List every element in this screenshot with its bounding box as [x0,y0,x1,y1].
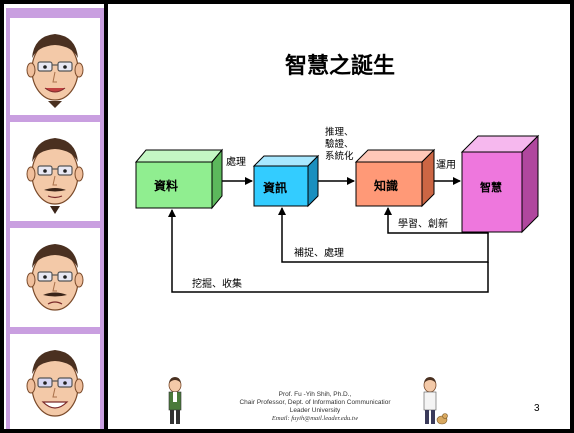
sidebar-divider [104,4,108,429]
page-number: 3 [534,403,540,414]
node-knowledge [354,148,436,208]
node-knowledge-label: 知識 [373,178,398,193]
node-data [134,148,224,210]
slide-border-right [570,0,574,433]
arrow-wisdom-to-information [278,207,489,263]
footer-line-title: Chair Professor, Dept. of Information Co… [239,399,391,406]
footer-line-name: Prof. Fu -Yih Shih, Ph.D., [278,391,352,398]
cartoon-face-icon [26,138,84,214]
cartoon-face-icon [26,34,84,108]
arrow-wisdom-to-data [168,209,489,293]
portrait-glasses-smile [10,18,100,115]
arrow-wisdom-to-knowledge [384,207,489,234]
footer-line-university: Leader University [289,407,341,414]
portrait-glasses-frown [10,228,100,327]
node-wisdom-label: 智慧 [480,180,502,194]
edge-label-learn-innovate: 學習、創新 [398,217,448,230]
portrait-glasses-mustache [10,122,100,221]
cartoon-face-icon [26,350,84,417]
edge-label-capture-process: 補捉、處理 [294,246,344,259]
edge-label-process: 處理 [226,155,246,168]
edge-label-apply: 運用 [436,159,456,171]
slide-title: 智慧之誕生 [284,54,395,79]
slide-border-top [0,0,574,4]
edge-label-mine-collect: 挖掘、收集 [192,277,242,290]
professor-with-dog-icon [423,377,448,425]
edge-label-reasoning-2: 驗證、 [325,138,354,150]
node-data-label: 資料 [154,178,178,193]
footer-credits: Prof. Fu -Yih Shih, Ph.D., Chair Profess… [200,391,430,423]
footer-line-email: Email: fuyih@mail.leader.edu.tw [271,415,359,422]
slide-border-bottom [0,429,574,433]
professor-figure-icon [168,377,182,424]
slide-border-left [0,0,4,433]
edge-label-reasoning-1: 推理、 [325,126,354,138]
cartoon-face-icon [26,244,84,311]
edge-label-reasoning-3: 系統化 [325,150,354,162]
node-wisdom [460,134,540,234]
node-information [252,154,320,208]
portrait-glasses-grin [10,334,100,429]
node-information-label: 資訊 [263,180,287,195]
